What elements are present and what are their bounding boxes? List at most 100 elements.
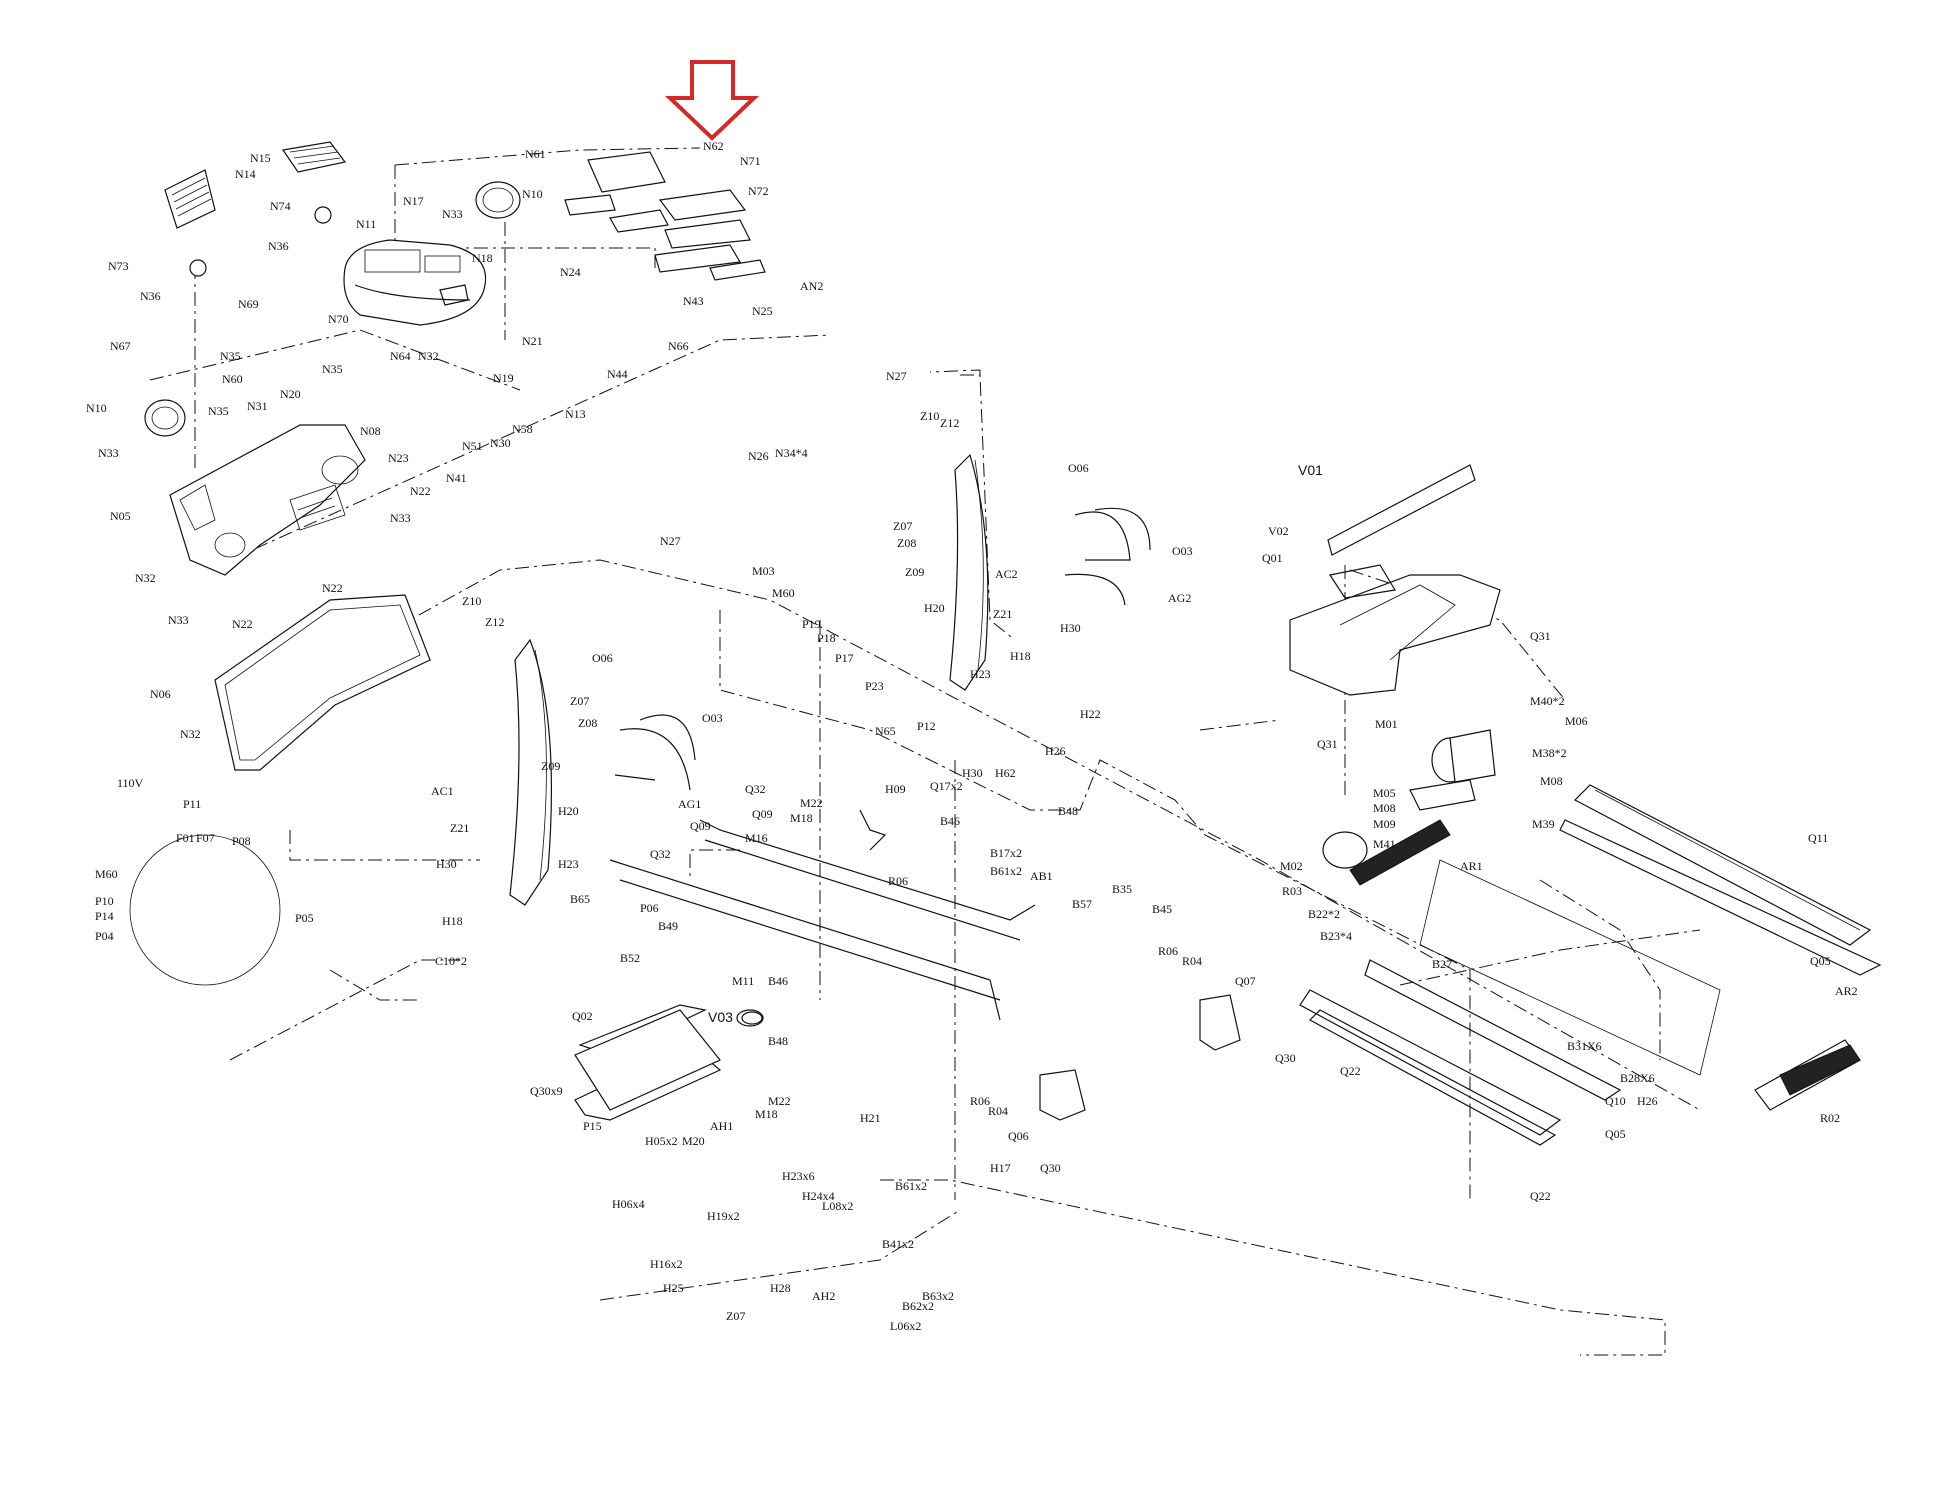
label-N58: N58 bbox=[512, 422, 533, 436]
label-P18: P18 bbox=[817, 631, 836, 645]
label-B45: B45 bbox=[1152, 902, 1172, 916]
label-N11: N11 bbox=[356, 217, 376, 231]
label-B35: B35 bbox=[1112, 882, 1132, 896]
label-N23: N23 bbox=[388, 451, 409, 465]
label-Z08b: Z08 bbox=[578, 716, 597, 730]
label-N43: N43 bbox=[683, 294, 704, 308]
label-P17: P17 bbox=[835, 651, 854, 665]
label-H05: H05x2 bbox=[645, 1134, 678, 1148]
label-N60: N60 bbox=[222, 372, 243, 386]
label-Q22b: Q22 bbox=[1530, 1189, 1551, 1203]
label-N19: N19 bbox=[493, 371, 514, 385]
label-Q11: Q11 bbox=[1808, 831, 1828, 845]
label-P19: P19 bbox=[802, 617, 821, 631]
label-M40: M40*2 bbox=[1530, 694, 1565, 708]
label-M08a: M08 bbox=[1373, 801, 1396, 815]
label-Z09b: Z09 bbox=[541, 759, 560, 773]
label-M11: M11 bbox=[732, 974, 754, 988]
label-N25: N25 bbox=[752, 304, 773, 318]
label-V02: V02 bbox=[1268, 524, 1289, 538]
label-H25: H25 bbox=[663, 1281, 684, 1295]
label-AH2: AH2 bbox=[812, 1289, 835, 1303]
label-N69: N69 bbox=[238, 297, 259, 311]
label-B52: B52 bbox=[620, 951, 640, 965]
label-Q30b: Q30 bbox=[1040, 1161, 1061, 1175]
label-N17: N17 bbox=[403, 194, 424, 208]
label-O06a: O06 bbox=[1068, 461, 1089, 475]
speaker-grill-parts bbox=[164, 141, 347, 277]
label-B46a: B46 bbox=[940, 814, 960, 828]
label-P06: P06 bbox=[640, 901, 659, 915]
cup-holder-parts bbox=[144, 181, 521, 437]
label-Z12a: Z12 bbox=[940, 416, 959, 430]
label-Q17: Q17x2 bbox=[930, 779, 963, 793]
label-B22: B22*2 bbox=[1308, 907, 1340, 921]
label-N51: N51 bbox=[462, 439, 483, 453]
label-R03: R03 bbox=[1282, 884, 1302, 898]
label-O06b: O06 bbox=[592, 651, 613, 665]
label-N61: N61 bbox=[525, 147, 546, 161]
label-Z07c: Z07 bbox=[726, 1309, 745, 1323]
label-N22c: N22 bbox=[322, 581, 343, 595]
label-H17: H17 bbox=[990, 1161, 1011, 1175]
label-H21: H21 bbox=[860, 1111, 881, 1125]
label-N64: N64 bbox=[390, 349, 411, 363]
label-R06c: R06 bbox=[970, 1094, 990, 1108]
label-Q31a: Q31 bbox=[1530, 629, 1551, 643]
label-H28: H28 bbox=[770, 1281, 791, 1295]
label-M18b: M18 bbox=[755, 1107, 778, 1121]
part-labels: N61 N62 N71 N72 N15 N14 N74 N36 N73 N36 … bbox=[86, 139, 1858, 1333]
label-H09: H09 bbox=[885, 782, 906, 796]
motor-assembly bbox=[1322, 729, 1496, 886]
label-R04a: R04 bbox=[1182, 954, 1202, 968]
label-Q32b: Q32 bbox=[650, 847, 671, 861]
label-M08b: M08 bbox=[1540, 774, 1563, 788]
label-H24: H24x4 bbox=[802, 1189, 835, 1203]
label-H18b: H18 bbox=[442, 914, 463, 928]
label-P14: P14 bbox=[95, 909, 114, 923]
label-M22b: M22 bbox=[768, 1094, 791, 1108]
label-B23: B23*4 bbox=[1320, 929, 1352, 943]
label-R06a: R06 bbox=[888, 874, 908, 888]
label-P23: P23 bbox=[865, 679, 884, 693]
label-H23a: H23 bbox=[970, 667, 991, 681]
label-M03: M03 bbox=[752, 564, 775, 578]
label-Q05a: Q05 bbox=[1810, 954, 1831, 968]
label-H22: H22 bbox=[1080, 707, 1101, 721]
label-B57: B57 bbox=[1072, 897, 1092, 911]
label-M22a: M22 bbox=[800, 796, 823, 810]
label-M60b: M60 bbox=[95, 867, 118, 881]
label-B27: B27 bbox=[1432, 957, 1452, 971]
label-Q31b: Q31 bbox=[1317, 737, 1338, 751]
label-N32a: N32 bbox=[418, 349, 439, 363]
label-N44: N44 bbox=[607, 367, 628, 381]
label-N36a: N36 bbox=[268, 239, 289, 253]
label-N33d: N33 bbox=[168, 613, 189, 627]
label-N41: N41 bbox=[446, 471, 467, 485]
label-R06b: R06 bbox=[1158, 944, 1178, 958]
label-Q02: Q02 bbox=[572, 1009, 593, 1023]
label-B65: B65 bbox=[570, 892, 590, 906]
label-H16: H16x2 bbox=[650, 1257, 683, 1271]
label-M60a: M60 bbox=[772, 586, 795, 600]
label-Q09b: Q09 bbox=[690, 819, 711, 833]
label-N34: N34*4 bbox=[775, 446, 808, 460]
label-M18a: M18 bbox=[790, 811, 813, 825]
label-P15: P15 bbox=[583, 1119, 602, 1133]
label-N24: N24 bbox=[560, 265, 581, 279]
label-N33b: N33 bbox=[98, 446, 119, 460]
label-N26: N26 bbox=[748, 449, 769, 463]
label-N15: N15 bbox=[250, 151, 271, 165]
label-R04b: R04 bbox=[988, 1104, 1008, 1118]
label-110V: 110V bbox=[117, 776, 144, 790]
label-AG2: AG2 bbox=[1168, 591, 1191, 605]
label-AC1: AC1 bbox=[431, 784, 454, 798]
label-O03a: O03 bbox=[1172, 544, 1193, 558]
label-H20a: H20 bbox=[924, 601, 945, 615]
label-N62: N62 bbox=[703, 139, 724, 153]
label-N22a: N22 bbox=[410, 484, 431, 498]
label-H23x6: H23x6 bbox=[782, 1169, 815, 1183]
lower-console-shell bbox=[214, 594, 431, 771]
label-N10b: N10 bbox=[86, 401, 107, 415]
